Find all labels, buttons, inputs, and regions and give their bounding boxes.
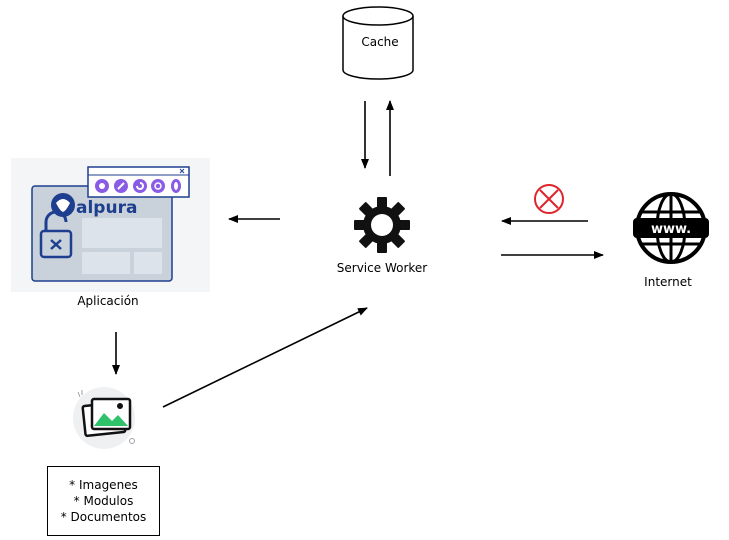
logo-icon: alpura <box>51 193 137 218</box>
gear-icon <box>354 197 410 253</box>
assets-item-images: * Imagenes <box>69 478 138 492</box>
arrows <box>112 100 604 408</box>
assets-list: * Imagenes * Modulos * Documentos <box>47 466 160 536</box>
padlock-icon <box>39 210 73 259</box>
globe-icon: www. <box>633 192 709 264</box>
service-worker-label: Service Worker <box>336 261 428 275</box>
blocked-icon <box>534 184 564 214</box>
globe-text: www. <box>651 222 691 237</box>
image-icon <box>73 387 135 449</box>
assets-item-modules: * Modulos <box>73 494 134 508</box>
internet-label: Internet <box>644 275 692 289</box>
assets-item-documents: * Documentos <box>60 510 147 524</box>
app-label: Aplicación <box>77 294 139 308</box>
app-brand: alpura <box>76 198 137 218</box>
browser-icons <box>87 166 190 198</box>
database-icon <box>342 6 414 80</box>
app-illustration: alpura <box>11 158 210 292</box>
cache-label: Cache <box>361 35 399 49</box>
arrow-assets-to-sw <box>162 307 368 408</box>
